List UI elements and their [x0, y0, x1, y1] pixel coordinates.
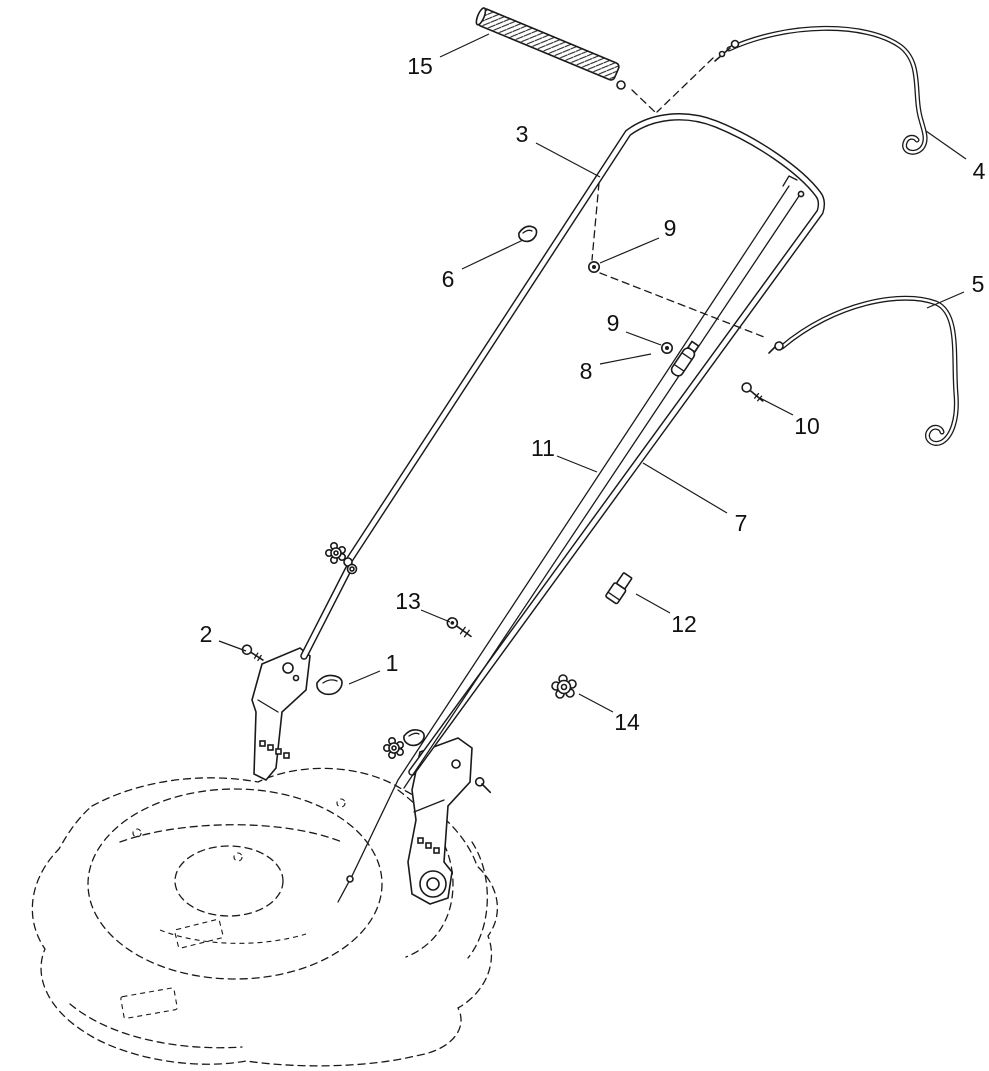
grip-end-pin	[616, 80, 626, 90]
deck-hole-1	[132, 828, 142, 838]
deck-hole-3	[336, 798, 346, 808]
callout-label-9: 9	[664, 215, 677, 241]
knob-part-14	[551, 674, 577, 699]
callout-label-9: 9	[607, 310, 620, 336]
callout-leader-9	[625, 331, 662, 346]
deck-top-line	[119, 824, 343, 843]
callout-label-7: 7	[735, 510, 748, 536]
mower-deck-phantom	[31, 767, 499, 1067]
cable-bottom-eyelet	[346, 875, 354, 883]
callout-label-13: 13	[395, 588, 421, 614]
callout-leader-7	[642, 462, 728, 514]
nut-part-9-lower	[660, 341, 673, 354]
deck-housing-inner	[174, 845, 284, 917]
cable-7-line	[403, 195, 800, 789]
callout-leader-12	[635, 593, 671, 614]
callout-leader-5	[926, 291, 965, 309]
callout-label-1: 1	[386, 650, 399, 676]
right-joint-knob	[382, 729, 425, 759]
bolt-part-10	[741, 382, 764, 402]
callout-label-15: 15	[407, 53, 433, 79]
callout-label-4: 4	[973, 158, 986, 184]
callout-leader-1	[348, 670, 381, 685]
upper-handle-tube	[343, 113, 826, 776]
deck-outline	[31, 767, 499, 1067]
callout-label-5: 5	[972, 271, 985, 297]
bolt-part-13	[446, 617, 472, 638]
callout-label-3: 3	[516, 121, 529, 147]
cable-top-hook	[782, 175, 798, 187]
callout-label-10: 10	[794, 413, 820, 439]
bracket-bolt	[474, 777, 492, 794]
nut-part-9-upper	[587, 260, 600, 273]
lower-handle-tube-left	[300, 562, 354, 660]
callout-label-2: 2	[200, 621, 213, 647]
right-handle-bracket	[407, 737, 492, 905]
callout-leader-14	[578, 693, 614, 713]
callout-label-11: 11	[531, 435, 555, 461]
callout-label-8: 8	[580, 358, 593, 384]
clip-part-6	[518, 225, 538, 243]
callout-leader-10	[759, 397, 794, 416]
left-handle-bracket	[251, 647, 311, 781]
bail-handle-part-4	[714, 25, 928, 155]
clip-part-1	[316, 674, 343, 696]
callout-leader-11	[556, 455, 598, 473]
callout-label-12: 12	[671, 611, 697, 637]
callout-leader-8	[599, 353, 652, 365]
deck-skirt-line	[69, 1003, 243, 1049]
callout-label-6: 6	[442, 266, 455, 292]
callout-leader-3	[535, 142, 601, 178]
callout-leader-15	[439, 33, 490, 58]
callout-leader-9	[599, 237, 660, 264]
grip-tube-part-15	[475, 7, 626, 90]
left-joint-knob	[324, 541, 358, 575]
bolt-part-2	[241, 644, 264, 662]
control-cables	[337, 175, 805, 903]
deck-detail-line	[159, 929, 307, 944]
cable-11	[351, 185, 790, 877]
deck-housing-outer	[87, 788, 383, 980]
deck-right-curve-2	[467, 841, 488, 959]
callout-label-14: 14	[614, 709, 640, 735]
cable-fitting-part-8	[670, 340, 700, 377]
assembly-alignment-lines	[591, 57, 765, 338]
deck-decal-1	[174, 918, 224, 949]
deck-decal-2	[120, 987, 178, 1019]
callout-leader-13	[420, 609, 451, 623]
bail-handle-part-5	[768, 295, 959, 446]
callout-leader-2	[218, 640, 247, 652]
cable-top-eyelet	[797, 190, 805, 198]
deck-hole-2	[233, 852, 243, 862]
callout-leader-6	[461, 239, 524, 270]
callout-leader-4	[925, 130, 967, 160]
cable-fitting-part-12	[605, 572, 633, 605]
